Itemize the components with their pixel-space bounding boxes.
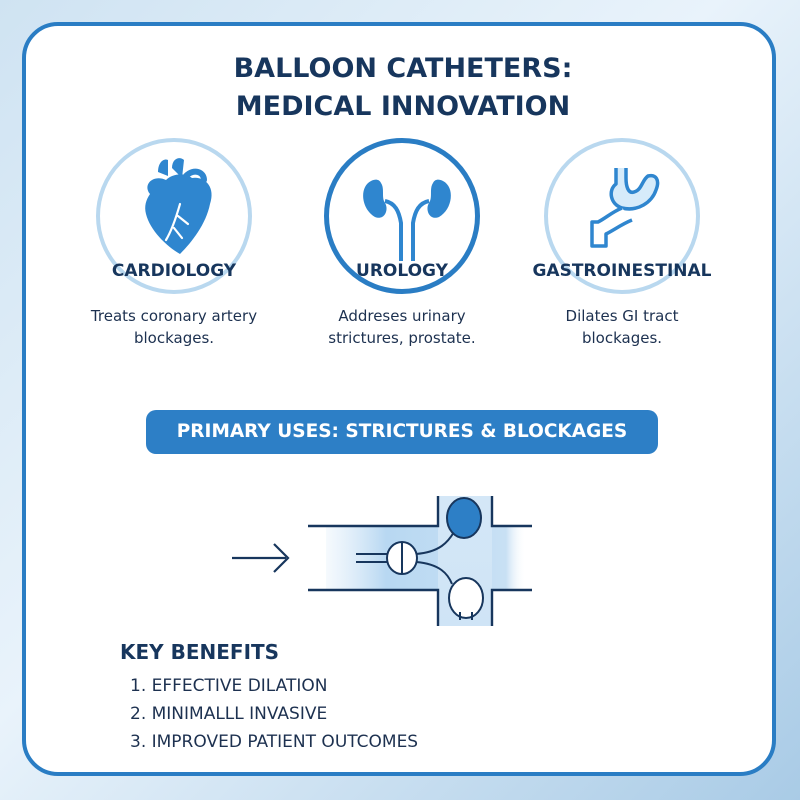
page-title-line-1: BALLOON CATHETERS: <box>233 53 573 84</box>
kidneys-icon <box>363 179 451 261</box>
cardiology-badge <box>96 138 252 294</box>
balloon-catheter-diagram <box>232 496 532 626</box>
arrow-right-icon <box>232 543 290 573</box>
benefit-item-3: 3. IMPROVED PATIENT OUTCOMES <box>130 732 419 752</box>
specialty-desc-urology-line-2: strictures, prostate. <box>328 329 476 347</box>
specialty-label-urology: UROLOGY <box>356 261 448 281</box>
specialty-desc-cardiology-line-1: Treats coronary artery <box>90 307 258 325</box>
specialty-desc-urology-line-1: Addreses urinary <box>338 307 466 325</box>
specialty-label-gastrointestinal: GASTROINESTINAL <box>532 261 712 281</box>
specialty-desc-gastrointestinal-line-2: blockages. <box>581 329 663 347</box>
balloon-catheter-icon <box>356 497 484 620</box>
heart-icon <box>145 158 212 254</box>
urology-badge <box>324 138 480 294</box>
specialty-label-cardiology: CARDIOLOGY <box>111 261 237 281</box>
stomach-icon <box>590 168 660 248</box>
specialty-desc-gastrointestinal-line-1: Dilates GI tract <box>565 307 679 325</box>
benefit-item-1: 1. EFFECTIVE DILATION <box>130 676 328 696</box>
benefit-item-2: 2. MINIMALLL INVASIVE <box>130 704 328 724</box>
infographic-card: BALLOON CATHETERS: MEDICAL INNOVATION CA… <box>22 22 776 776</box>
page-title-line-2: MEDICAL INNOVATION <box>235 91 571 122</box>
gastrointestinal-badge <box>544 138 700 294</box>
specialty-desc-cardiology-line-2: blockages. <box>133 329 215 347</box>
key-benefits-title: KEY BENEFITS <box>120 640 280 664</box>
primary-uses-banner: PRIMARY USES: STRICTURES & BLOCKAGES <box>146 410 658 454</box>
